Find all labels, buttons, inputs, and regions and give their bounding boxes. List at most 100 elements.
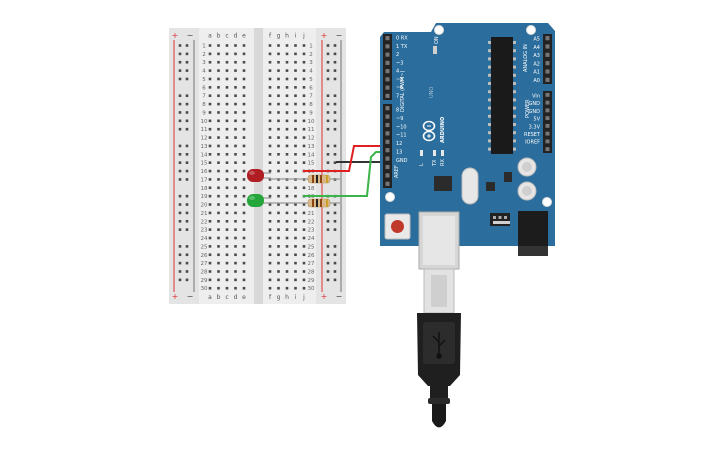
led-red[interactable] bbox=[247, 169, 264, 182]
rail-hole[interactable] bbox=[333, 127, 337, 131]
header-pin[interactable] bbox=[545, 44, 550, 49]
breadboard-hole[interactable] bbox=[277, 211, 280, 215]
rail-hole[interactable] bbox=[326, 111, 330, 114]
header-pin[interactable] bbox=[385, 164, 390, 170]
rail-hole[interactable] bbox=[326, 144, 330, 148]
rail-hole[interactable] bbox=[326, 161, 330, 164]
header-pin[interactable] bbox=[385, 181, 390, 186]
breadboard-hole[interactable] bbox=[302, 236, 306, 240]
breadboard-hole[interactable] bbox=[208, 236, 212, 240]
breadboard-hole[interactable] bbox=[225, 52, 229, 56]
breadboard-hole[interactable] bbox=[277, 102, 280, 106]
breadboard-hole[interactable] bbox=[225, 228, 229, 231]
header-pin[interactable] bbox=[385, 69, 390, 74]
header-pin[interactable] bbox=[385, 52, 390, 57]
rail-hole[interactable] bbox=[326, 278, 330, 282]
rail-hole[interactable] bbox=[333, 253, 337, 257]
breadboard-hole[interactable] bbox=[234, 136, 237, 139]
breadboard-hole[interactable] bbox=[225, 194, 229, 198]
breadboard-hole[interactable] bbox=[234, 127, 237, 131]
rail-hole[interactable] bbox=[178, 270, 182, 273]
rail-hole[interactable] bbox=[178, 169, 182, 173]
rail-hole[interactable] bbox=[333, 119, 337, 123]
breadboard-hole[interactable] bbox=[302, 219, 306, 223]
rail-hole[interactable] bbox=[178, 94, 182, 98]
header-pin[interactable] bbox=[385, 60, 390, 65]
breadboard-hole[interactable] bbox=[302, 86, 306, 89]
breadboard-hole[interactable] bbox=[225, 111, 229, 114]
breadboard-hole[interactable] bbox=[302, 161, 306, 164]
rail-hole[interactable] bbox=[178, 153, 182, 156]
breadboard-hole[interactable] bbox=[294, 69, 297, 72]
breadboard-hole[interactable] bbox=[294, 261, 297, 265]
rail-hole[interactable] bbox=[178, 194, 182, 198]
breadboard-hole[interactable] bbox=[225, 86, 229, 89]
usb-cable[interactable] bbox=[417, 268, 461, 428]
rail-hole[interactable] bbox=[185, 119, 189, 123]
breadboard-hole[interactable] bbox=[285, 219, 289, 223]
breadboard-hole[interactable] bbox=[268, 203, 272, 206]
breadboard-hole[interactable] bbox=[208, 102, 212, 106]
breadboard-hole[interactable] bbox=[208, 44, 212, 47]
breadboard-hole[interactable] bbox=[208, 253, 212, 257]
rail-hole[interactable] bbox=[185, 69, 189, 72]
breadboard-hole[interactable] bbox=[242, 136, 246, 139]
breadboard-hole[interactable] bbox=[277, 153, 280, 156]
breadboard-hole[interactable] bbox=[208, 211, 212, 215]
rail-hole[interactable] bbox=[185, 94, 189, 98]
rail-hole[interactable] bbox=[333, 203, 337, 206]
wire-green[interactable] bbox=[303, 151, 385, 197]
header-pin[interactable] bbox=[545, 77, 550, 82]
breadboard-hole[interactable] bbox=[294, 144, 297, 148]
breadboard-hole[interactable] bbox=[302, 52, 306, 56]
rail-hole[interactable] bbox=[178, 245, 182, 248]
breadboard-hole[interactable] bbox=[277, 236, 280, 240]
rail-hole[interactable] bbox=[185, 228, 189, 231]
breadboard-hole[interactable] bbox=[217, 111, 220, 114]
breadboard-hole[interactable] bbox=[234, 228, 237, 231]
breadboard-hole[interactable] bbox=[208, 119, 212, 123]
header-pin[interactable] bbox=[545, 123, 550, 128]
breadboard-hole[interactable] bbox=[217, 69, 220, 72]
breadboard-hole[interactable] bbox=[217, 186, 220, 190]
breadboard-hole[interactable] bbox=[285, 136, 289, 139]
rail-hole[interactable] bbox=[333, 102, 337, 106]
resistor-1[interactable] bbox=[270, 174, 340, 184]
breadboard-hole[interactable] bbox=[302, 127, 306, 131]
breadboard-hole[interactable] bbox=[277, 261, 280, 265]
breadboard-hole[interactable] bbox=[217, 119, 220, 123]
rail-hole[interactable] bbox=[185, 77, 189, 81]
breadboard-hole[interactable] bbox=[302, 278, 306, 282]
rail-hole[interactable] bbox=[326, 60, 330, 64]
breadboard-hole[interactable] bbox=[285, 111, 289, 114]
breadboard-hole[interactable] bbox=[277, 44, 280, 47]
breadboard-hole[interactable] bbox=[234, 144, 237, 148]
breadboard-hole[interactable] bbox=[225, 270, 229, 273]
breadboard-hole[interactable] bbox=[242, 261, 246, 265]
breadboard-hole[interactable] bbox=[217, 94, 220, 98]
rail-hole[interactable] bbox=[185, 52, 189, 56]
breadboard-hole[interactable] bbox=[242, 194, 246, 198]
breadboard-hole[interactable] bbox=[225, 286, 229, 290]
breadboard-hole[interactable] bbox=[217, 86, 220, 89]
breadboard-hole[interactable] bbox=[302, 228, 306, 231]
rail-hole[interactable] bbox=[185, 194, 189, 198]
breadboard-hole[interactable] bbox=[294, 44, 297, 47]
breadboard-hole[interactable] bbox=[217, 178, 220, 181]
breadboard-hole[interactable] bbox=[234, 203, 237, 206]
breadboard-hole[interactable] bbox=[277, 203, 280, 206]
rail-hole[interactable] bbox=[178, 211, 182, 215]
breadboard-hole[interactable] bbox=[217, 228, 220, 231]
breadboard-hole[interactable] bbox=[285, 153, 289, 156]
breadboard-hole[interactable] bbox=[302, 119, 306, 123]
breadboard-hole[interactable] bbox=[242, 77, 246, 81]
breadboard-hole[interactable] bbox=[208, 245, 212, 248]
breadboard-hole[interactable] bbox=[242, 44, 246, 47]
breadboard-hole[interactable] bbox=[277, 86, 280, 89]
breadboard-hole[interactable] bbox=[234, 219, 237, 223]
breadboard-hole[interactable] bbox=[217, 236, 220, 240]
breadboard-hole[interactable] bbox=[242, 286, 246, 290]
breadboard-hole[interactable] bbox=[242, 169, 246, 173]
led-green[interactable] bbox=[247, 194, 264, 207]
breadboard-hole[interactable] bbox=[217, 127, 220, 131]
